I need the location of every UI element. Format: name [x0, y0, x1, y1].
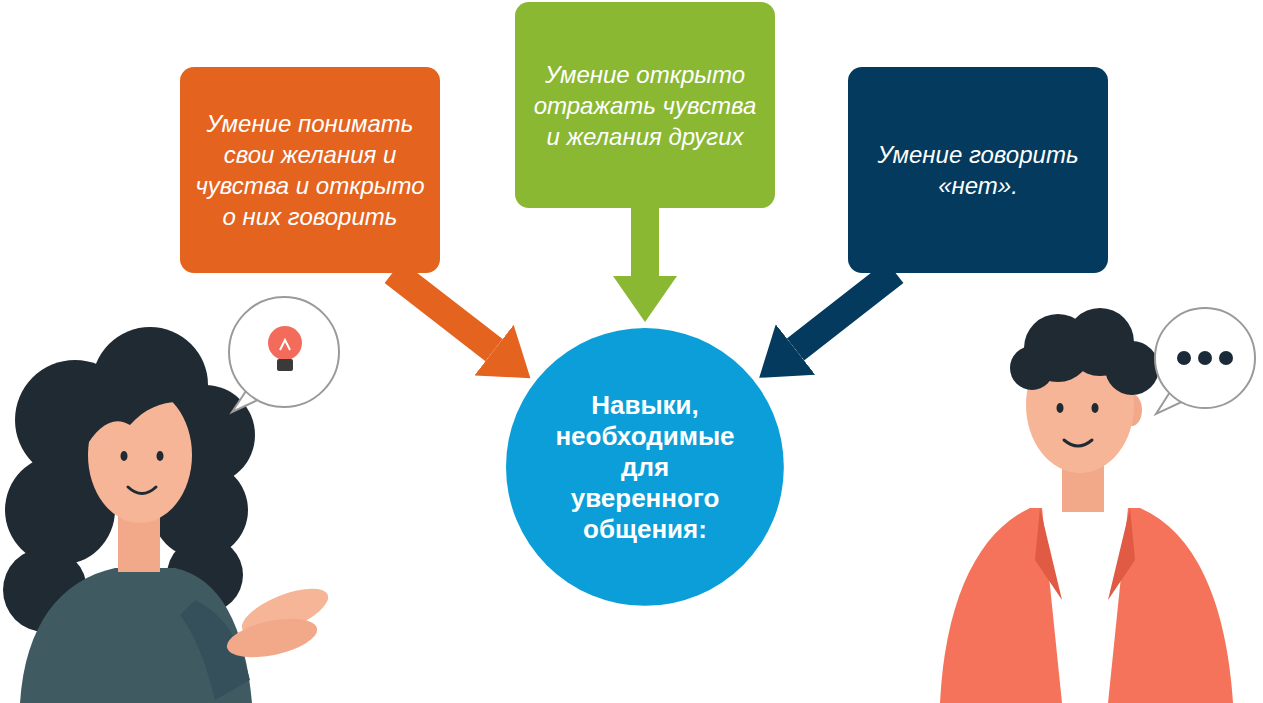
lightbulb-glass: [268, 326, 302, 360]
box-label: Умение понимать свои желания и чувства и…: [192, 108, 428, 232]
mouth: [1064, 440, 1092, 446]
block-arrow: [631, 207, 659, 276]
ellipsis-bubble: [1155, 308, 1255, 414]
eye: [1092, 403, 1099, 413]
circle-label: Навыки, необходимые для уверенного общен…: [544, 389, 745, 544]
ellipsis-dot: [1198, 351, 1212, 365]
skill-box: Умение понимать свои желания и чувства и…: [180, 67, 440, 273]
man-lapel: [1035, 508, 1062, 600]
mouth: [128, 487, 156, 494]
ellipsis-dot: [1177, 351, 1191, 365]
hair-curl: [1010, 346, 1054, 390]
lightbulb-filament: [280, 340, 290, 350]
block-arrow: [393, 272, 494, 350]
lightbulb-base: [277, 359, 293, 371]
man-shirt: [1042, 508, 1128, 703]
box-label: Умение открыто отражать чувства и желани…: [527, 59, 763, 152]
skill-box: Умение говорить «нет».: [848, 67, 1108, 273]
circle-content: Навыки, необходимые для уверенного общен…: [544, 389, 745, 544]
skill-box: Умение открыто отражать чувства и желани…: [515, 2, 775, 208]
eye: [157, 451, 164, 461]
woman-hand: [223, 612, 320, 664]
hair-curl: [1105, 341, 1159, 395]
woman-shirt: [20, 568, 252, 703]
man-lapel: [1108, 508, 1135, 600]
eye: [121, 451, 128, 461]
ellipsis-dot: [1219, 351, 1233, 365]
woman-bangs: [84, 382, 198, 450]
idea-bubble: [229, 297, 339, 412]
box-label: Умение говорить «нет».: [860, 139, 1096, 201]
bubble-outline: [1155, 308, 1255, 408]
circle-fill: [506, 328, 784, 606]
bubble-outline: [229, 297, 339, 407]
eye: [1057, 403, 1064, 413]
topic-circle: Навыки, необходимые для уверенного общен…: [506, 328, 784, 606]
block-arrow: [795, 272, 894, 350]
man-jacket: [940, 508, 1233, 703]
